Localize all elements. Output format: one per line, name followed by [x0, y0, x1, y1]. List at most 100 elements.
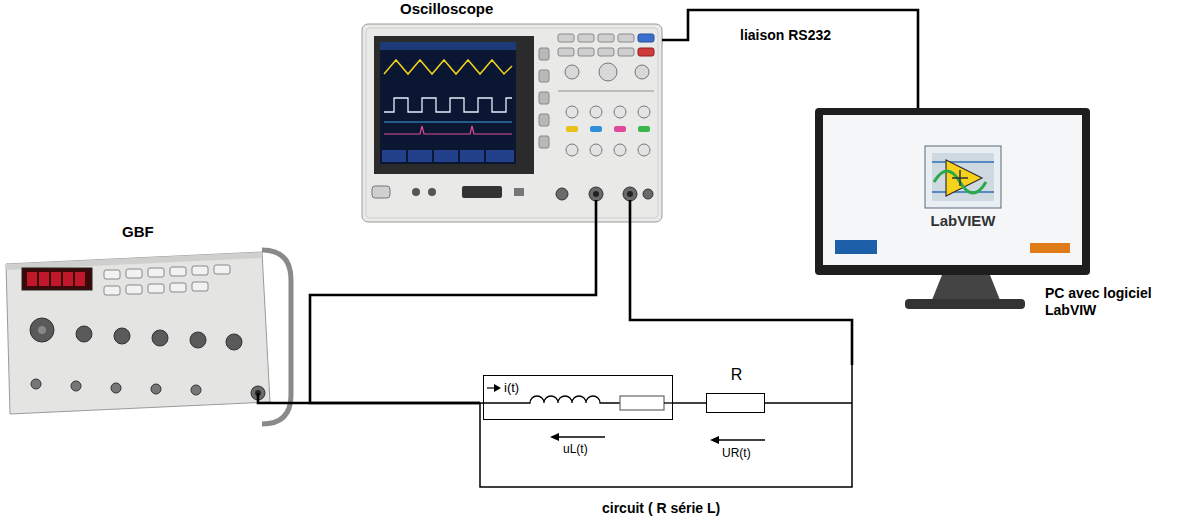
wire	[630, 225, 852, 365]
oscilloscope-drawing	[596, 200, 630, 225]
oscilloscope-drawing	[566, 106, 578, 118]
oscilloscope-drawing	[590, 106, 602, 118]
oscilloscope-drawing	[618, 34, 634, 42]
gbf-drawing	[111, 383, 121, 393]
screen-text: LabVIEW	[913, 212, 1013, 230]
oscilloscope-drawing	[539, 136, 549, 148]
oscilloscope-drawing	[614, 144, 626, 156]
oscilloscope-drawing	[539, 48, 549, 60]
gbf-drawing	[126, 285, 142, 294]
gbf-drawing	[30, 318, 54, 342]
oscilloscope-drawing	[627, 191, 633, 197]
oscilloscope-drawing	[366, 28, 658, 218]
gbf-drawing	[76, 326, 92, 342]
oscilloscope-drawing	[638, 106, 650, 118]
wire	[310, 225, 596, 403]
pc-monitor-drawing	[815, 108, 1090, 309]
gbf-drawing	[75, 272, 85, 286]
pc-monitor-drawing	[823, 115, 1082, 265]
node-label: PC avec logiciel LabVIW	[1045, 285, 1163, 319]
inductor-symbol	[664, 402, 673, 403]
gbf-drawing	[262, 250, 291, 424]
gbf-drawing	[214, 265, 230, 274]
oscilloscope-drawing	[590, 144, 602, 156]
oscilloscope-drawing	[384, 126, 512, 134]
oscilloscope-drawing	[618, 48, 634, 56]
oscilloscope-drawing	[539, 70, 549, 82]
node-label: Oscilloscope	[400, 0, 493, 18]
link-label: liaison RS232	[740, 27, 831, 44]
gbf-drawing	[71, 381, 81, 391]
pc-monitor-drawing	[932, 275, 1000, 300]
wire	[688, 10, 918, 108]
oscilloscope-drawing	[565, 65, 579, 79]
inductor-box: i(t)	[483, 375, 673, 420]
voltage-label: UR(t)	[722, 446, 751, 460]
gbf-generator: GBF	[0, 240, 298, 425]
rl-circuit: i(t)Rcircuit ( R série L)	[480, 365, 852, 521]
oscilloscope-drawing	[566, 144, 578, 156]
oscilloscope-drawing	[566, 126, 578, 132]
oscilloscope-drawing	[462, 186, 502, 198]
oscilloscope-drawing	[623, 187, 637, 201]
gbf-drawing	[170, 267, 186, 276]
gbf-drawing	[104, 270, 120, 279]
current-arrow	[494, 384, 501, 392]
gbf-drawing	[148, 284, 164, 293]
oscilloscope-drawing	[598, 48, 614, 56]
oscilloscope-drawing	[662, 20, 688, 40]
oscilloscope-drawing	[598, 34, 614, 42]
gbf-drawing	[148, 268, 164, 277]
current-arrow	[487, 384, 501, 392]
gbf-drawing	[63, 272, 73, 286]
wire	[673, 402, 706, 403]
gbf-drawing	[27, 272, 37, 286]
gbf-drawing	[51, 272, 61, 286]
oscilloscope-drawing	[380, 42, 516, 50]
voltage-arrow	[710, 436, 719, 444]
oscilloscope-drawing	[593, 191, 599, 197]
pc-monitor-drawing	[905, 299, 1025, 309]
voltage-arrow	[557, 436, 605, 437]
gbf-drawing	[151, 384, 161, 394]
inductor-symbol	[483, 396, 620, 403]
gbf-drawing	[126, 269, 142, 278]
gbf-drawing	[226, 334, 242, 350]
pc-monitor-drawing	[1030, 243, 1070, 253]
pc-monitor-drawing	[932, 153, 994, 201]
circuit-wiring	[480, 365, 852, 487]
oscilloscope-drawing	[556, 188, 568, 200]
oscilloscope-drawing	[539, 114, 549, 126]
oscilloscope-drawing	[638, 48, 654, 56]
oscilloscope-drawing	[614, 106, 626, 118]
oscilloscope-drawing	[412, 188, 420, 196]
oscilloscope: Oscilloscope	[360, 20, 695, 225]
oscilloscope-drawing	[558, 90, 654, 92]
oscilloscope-drawing	[384, 98, 512, 112]
oscilloscope-drawing	[578, 34, 594, 42]
pc-monitor-drawing	[815, 108, 1090, 275]
voltage-arrow	[550, 433, 559, 441]
oscilloscope-drawing	[558, 48, 574, 56]
oscilloscope-drawing	[558, 34, 574, 42]
oscilloscope-drawing	[590, 126, 602, 132]
gbf-drawing	[104, 286, 120, 295]
gbf-drawing	[31, 379, 41, 389]
gbf-drawing	[192, 282, 208, 291]
oscilloscope-drawing	[434, 150, 458, 162]
oscilloscope-drawing	[635, 65, 649, 79]
pc-monitor: LabVIEWPC avec logiciel LabVIW	[815, 108, 1090, 275]
oscilloscope-drawing	[408, 150, 432, 162]
node-label: R	[707, 365, 766, 384]
voltage-arrow	[717, 439, 765, 440]
oscilloscope-drawing	[486, 150, 514, 162]
oscilloscope-drawing	[384, 60, 512, 74]
current-arrow	[487, 387, 495, 388]
oscilloscope-drawing	[382, 150, 406, 162]
gbf-drawing	[192, 266, 208, 275]
voltage-label: uL(t)	[563, 442, 588, 456]
gbf-drawing	[39, 272, 49, 286]
gbf-drawing	[38, 326, 46, 334]
